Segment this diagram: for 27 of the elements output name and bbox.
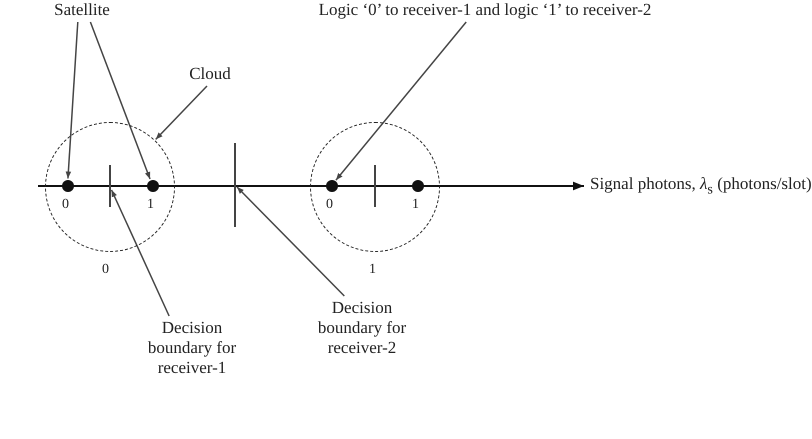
constellation-point	[412, 180, 424, 192]
bit-label: 0	[326, 197, 333, 213]
leader-line	[335, 22, 467, 181]
leader-line	[110, 190, 170, 316]
leader-line	[90, 22, 151, 180]
decision-boundary-line	[374, 164, 376, 206]
bit-label: 1	[369, 262, 376, 278]
bit-label: 0	[62, 197, 69, 213]
dashed-circle	[310, 122, 440, 252]
leader-line	[155, 85, 208, 140]
dashed-circle	[45, 122, 175, 252]
callout-text: Decision boundary for receiver-2	[310, 298, 414, 358]
leader-line	[66, 22, 79, 179]
constellation-point	[62, 180, 74, 192]
bit-label: 1	[412, 197, 419, 213]
decision-boundary-line	[234, 143, 236, 227]
bit-label: 0	[102, 262, 109, 278]
decision-boundary-line	[108, 164, 110, 206]
bit-label: 1	[147, 197, 154, 213]
callout-text: Satellite	[40, 0, 124, 20]
callout-text: Logic ‘0’ to receiver-1 and logic ‘1’ to receiver-2	[250, 0, 720, 20]
callout-text: Decision boundary for receiver-1	[140, 318, 244, 378]
axis-label: Signal photons, λ$_{s}$ (photons/slot)	[590, 174, 812, 198]
leader-line	[236, 186, 345, 297]
callout-text: Cloud	[180, 64, 240, 84]
constellation-point	[146, 180, 158, 192]
constellation-point	[326, 180, 338, 192]
